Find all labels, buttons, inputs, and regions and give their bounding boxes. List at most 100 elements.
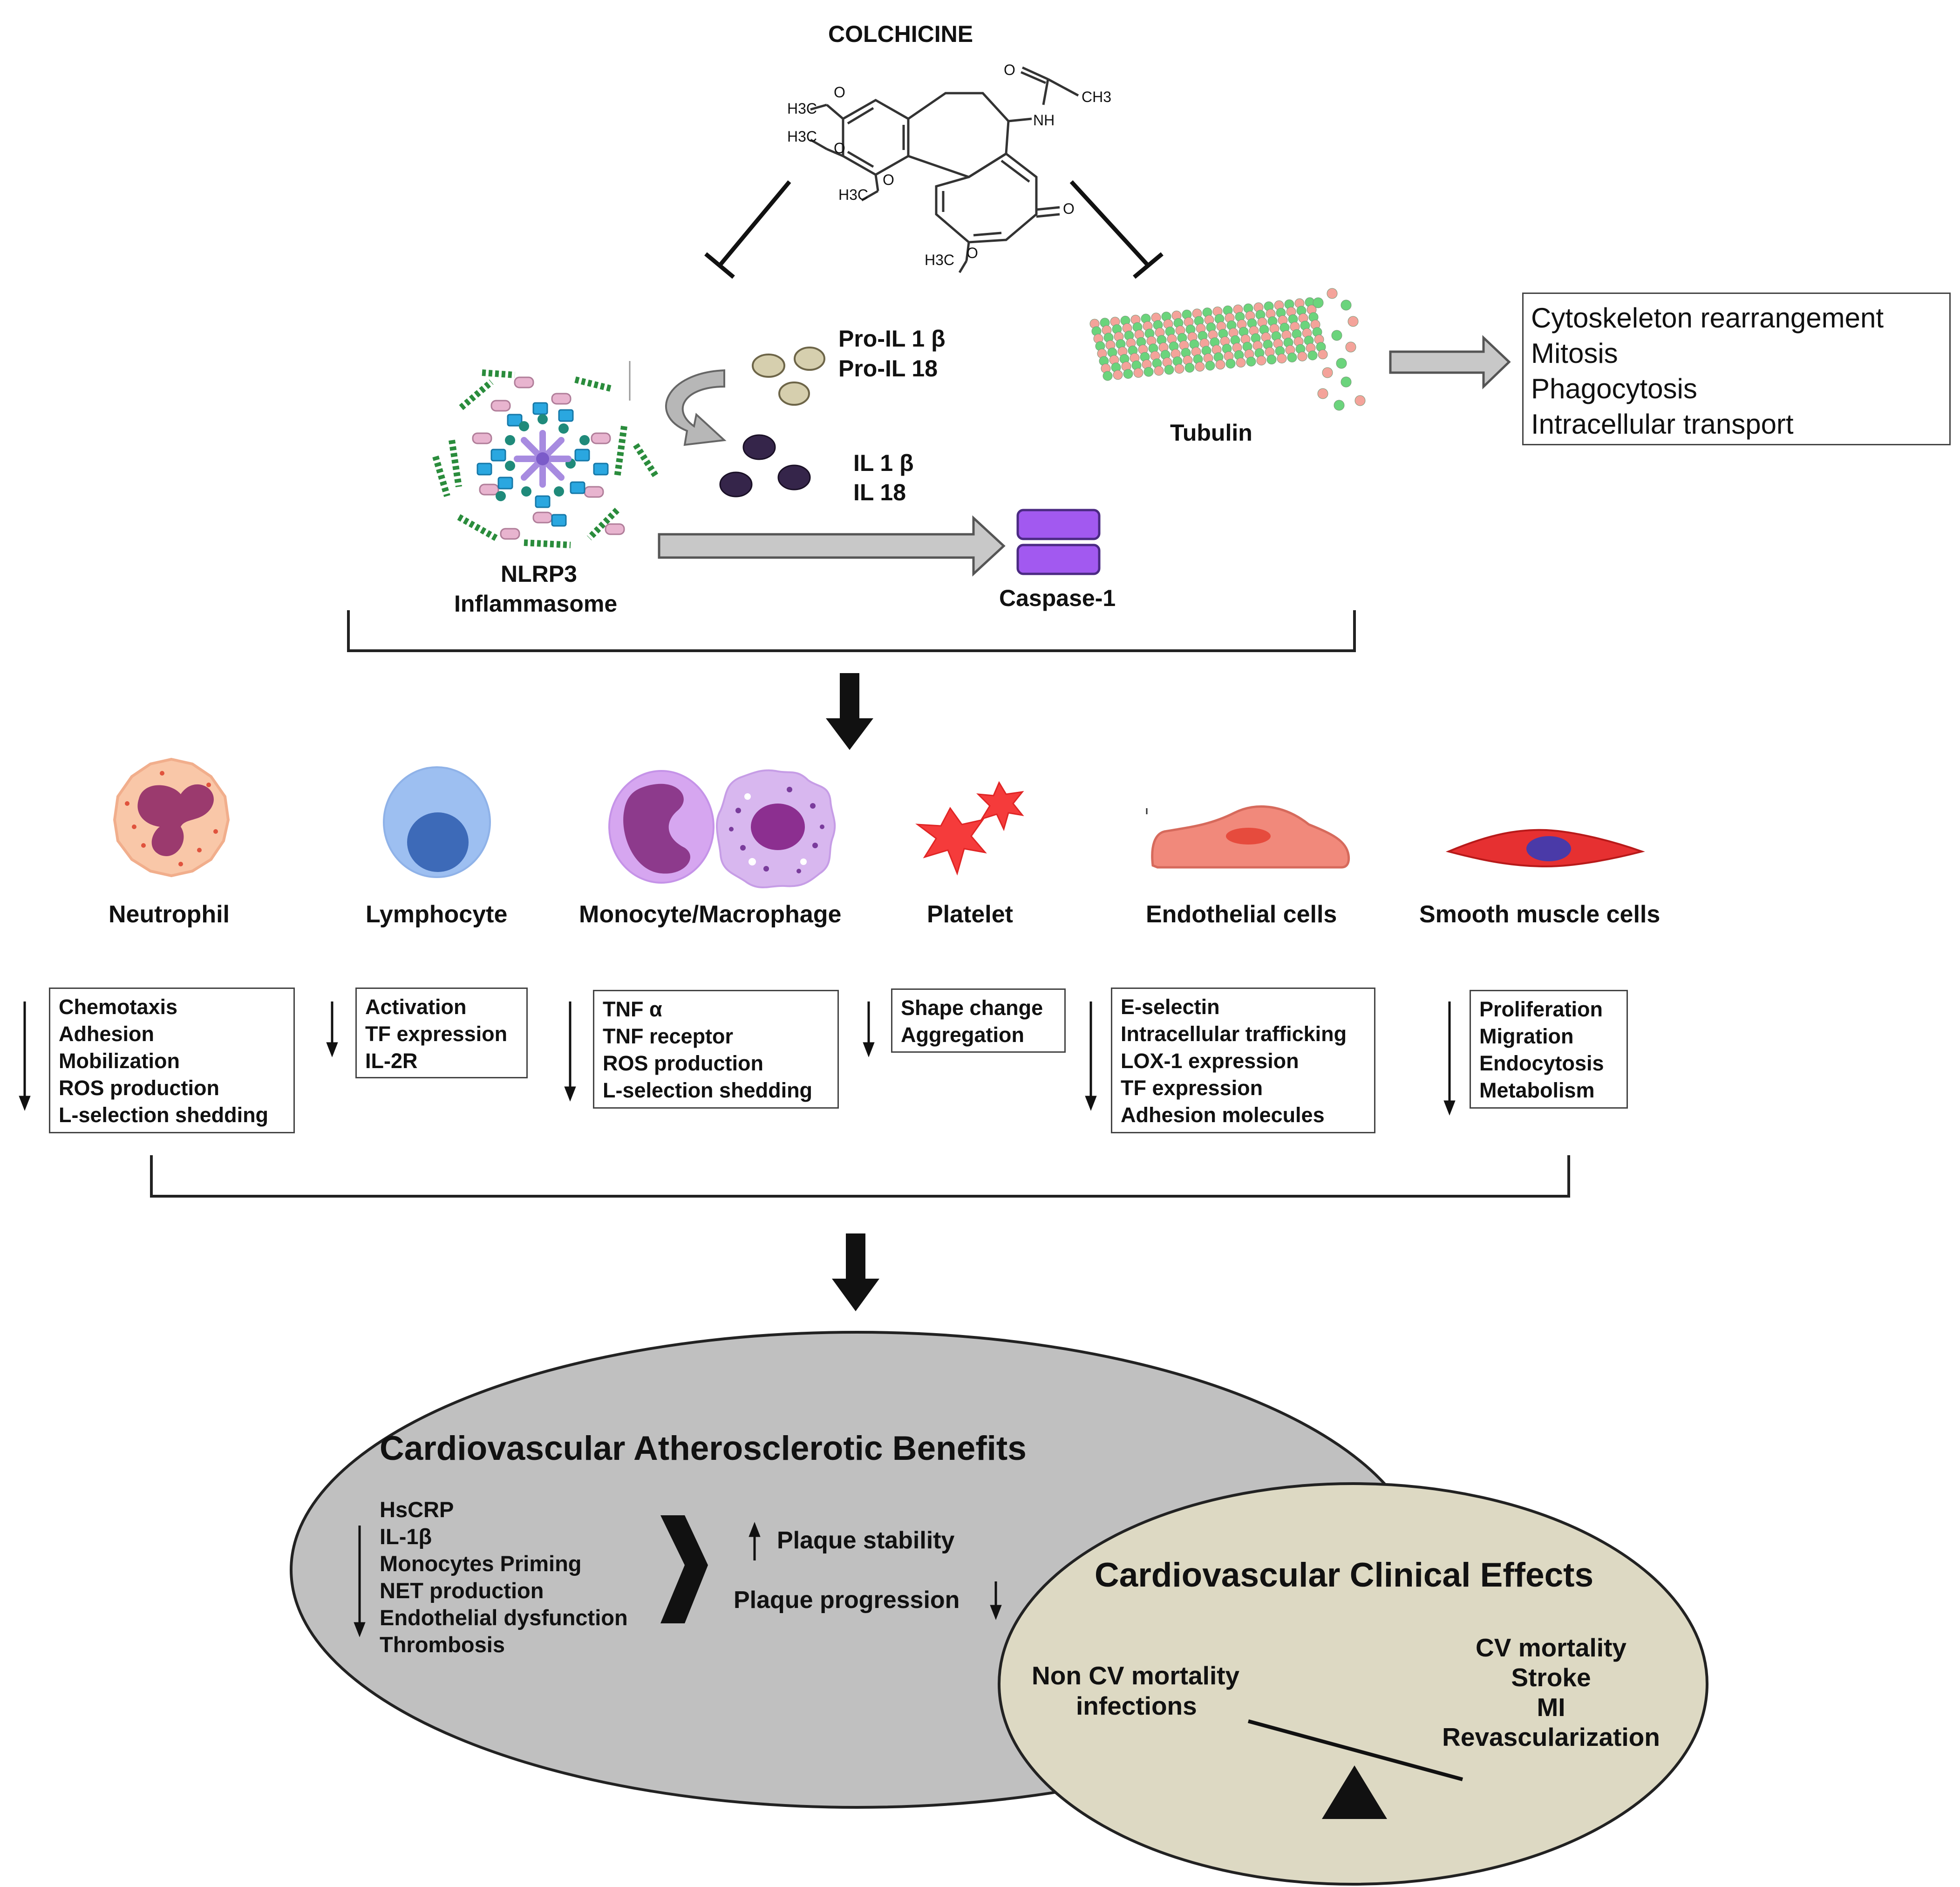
smooth-muscle-effects-box: Proliferation Migration Endocytosis Meta… [1470, 990, 1628, 1109]
effect-item: L-selection shedding [59, 1103, 269, 1127]
tubulin-graphic [1089, 288, 1366, 411]
pro-il-label-line2: Pro-IL 18 [838, 355, 938, 381]
inhibition-arrows [704, 180, 1164, 279]
chevron-right-icon [660, 1515, 708, 1623]
tubulin-effect: Mitosis [1531, 338, 1618, 369]
down-arrow-2 [832, 1233, 879, 1311]
atom-label: O [834, 140, 845, 157]
marker-item: Endothelial dysfunction [380, 1605, 628, 1630]
effect-item: Shape change [901, 996, 1043, 1020]
pro-il-particles [752, 347, 825, 406]
tubulin-effect: Cytoskeleton rearrangement [1531, 302, 1884, 334]
marker-item: HsCRP [380, 1497, 454, 1522]
atom-label: H3C [838, 186, 869, 203]
clinical-effects-ellipse [998, 1482, 1708, 1886]
effect-item: Adhesion [59, 1022, 155, 1046]
tubulin-label: Tubulin [1170, 420, 1252, 446]
atom-label: CH3 [1082, 89, 1112, 105]
clinical-left-line1: Non CV mortality [1032, 1661, 1240, 1690]
tubulin-effect-arrow [1389, 335, 1511, 389]
endothelial-effects-box: E-selectin Intracellular trafficking LOX… [1111, 988, 1375, 1133]
curved-conversion-arrow [629, 361, 727, 446]
effect-item: ROS production [603, 1051, 763, 1075]
atom-label: O [966, 245, 978, 261]
tubulin-effects-box: Cytoskeleton rearrangement Mitosis Phago… [1522, 293, 1951, 445]
lymphocyte-effects-box: Activation TF expression IL-2R [355, 988, 528, 1078]
cell-label-neutrophil: Neutrophil [109, 901, 230, 928]
clinical-outcome: CV mortality [1476, 1633, 1627, 1662]
effect-item: LOX-1 expression [1121, 1049, 1299, 1073]
effect-item: Intracellular trafficking [1121, 1022, 1347, 1046]
monocyte-graphic [608, 770, 715, 884]
smooth-muscle-cell-graphic [1445, 829, 1645, 868]
nlrp3-label-line1: NLRP3 [501, 561, 577, 587]
clinical-title: Cardiovascular Clinical Effects [1095, 1556, 1594, 1594]
benefits-arrows [354, 1522, 1002, 1637]
pro-il-label-line1: Pro-IL 1 β [838, 326, 946, 352]
marker-item: IL-1β [380, 1524, 432, 1549]
effect-item: Mobilization [59, 1049, 180, 1073]
effect-item: Proliferation [1479, 997, 1603, 1021]
neutrophil-effects-box: Chemotaxis Adhesion Mobilization ROS pro… [49, 988, 295, 1133]
down-arrow-1 [826, 673, 873, 750]
effect-item: ROS production [59, 1076, 219, 1100]
marker-item: Monocytes Priming [380, 1551, 582, 1576]
clinical-outcome: Revascularization [1442, 1723, 1660, 1751]
effect-item: Chemotaxis [59, 995, 178, 1019]
colchicine-structure [810, 66, 1079, 273]
effect-item: Adhesion molecules [1121, 1103, 1325, 1127]
effect-item: L-selection shedding [603, 1078, 813, 1102]
top-bracket [347, 610, 1356, 652]
macrophage-graphic [715, 769, 836, 888]
cell-label-endothelial: Endothelial cells [1146, 901, 1337, 928]
marker-item: Thrombosis [380, 1632, 505, 1657]
tubulin-effect: Intracellular transport [1531, 409, 1794, 440]
effect-item: Metabolism [1479, 1078, 1595, 1102]
atom-label: O [834, 84, 845, 101]
clinical-left-line2: infections [1076, 1691, 1197, 1720]
benefits-title: Cardiovascular Atherosclerotic Benefits [380, 1430, 1027, 1467]
lymphocyte-graphic [383, 766, 491, 878]
nlrp3-label-line2: Inflammasome [454, 591, 618, 617]
atom-label: O [1063, 200, 1075, 217]
effect-item: Aggregation [901, 1023, 1024, 1047]
benefits-marker-list: HsCRP IL-1β Monocytes Priming NET produc… [380, 1496, 628, 1658]
monocyte-effects-box: TNF α TNF receptor ROS production L-sele… [593, 990, 839, 1109]
effect-item: TNF α [603, 997, 662, 1021]
nlrp3-inflammasome-graphic [432, 369, 660, 548]
atom-label: H3C [787, 128, 817, 145]
atom-label: O [1004, 61, 1015, 78]
decrease-arrows [19, 1001, 1456, 1116]
cell-label-smooth-muscle: Smooth muscle cells [1419, 901, 1661, 928]
clinical-outcome: Stroke [1511, 1663, 1591, 1692]
cell-label-platelet: Platelet [927, 901, 1013, 928]
cell-label-monocyte-macrophage: Monocyte/Macrophage [579, 901, 842, 928]
activation-arrow-caspase [658, 515, 1006, 577]
plaque-progression-label: Plaque progression [734, 1587, 960, 1614]
balance-seesaw [1247, 1719, 1463, 1819]
effect-item: Endocytosis [1479, 1051, 1604, 1075]
effect-item: Migration [1479, 1024, 1574, 1048]
caspase-label: Caspase-1 [999, 585, 1116, 611]
effect-item: IL-2R [365, 1049, 418, 1073]
effect-item: TF expression [1121, 1076, 1263, 1100]
effect-item: E-selectin [1121, 995, 1220, 1019]
atom-label: NH [1033, 112, 1055, 129]
caspase-1-graphic [1016, 509, 1101, 575]
tubulin-effect: Phagocytosis [1531, 373, 1697, 404]
il-label-line1: IL 1 β [853, 450, 914, 476]
neutrophil-graphic [113, 757, 230, 878]
atom-label: H3C [787, 100, 817, 117]
il-label-line2: IL 18 [853, 479, 906, 505]
platelet-effects-box: Shape change Aggregation [891, 988, 1066, 1053]
endothelial-cell-graphic [1146, 805, 1350, 869]
middle-bracket [150, 1155, 1570, 1198]
il-particles [719, 434, 811, 497]
atom-label: O [883, 171, 894, 188]
effect-item: Activation [365, 995, 467, 1019]
clinical-outcome: MI [1537, 1693, 1565, 1722]
marker-item: NET production [380, 1578, 544, 1603]
plaque-stability-label: Plaque stability [777, 1527, 955, 1554]
